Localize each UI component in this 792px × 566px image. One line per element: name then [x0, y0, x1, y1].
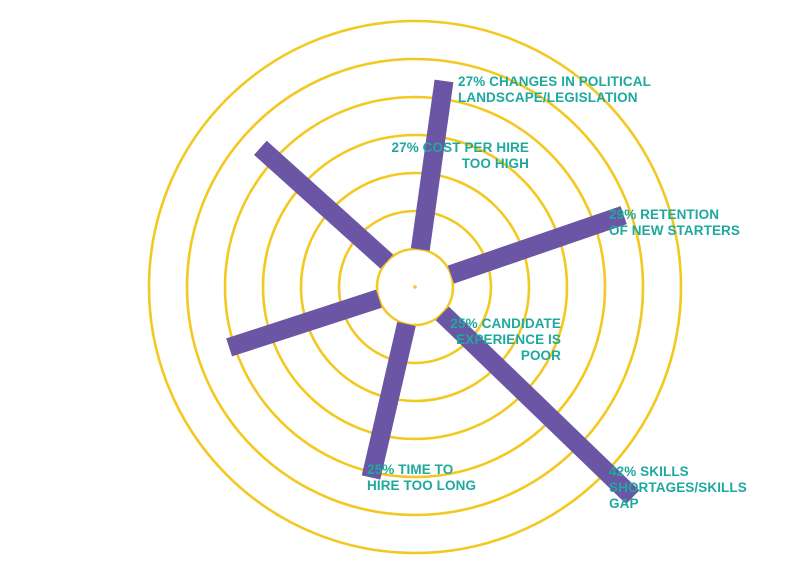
data-label-line: 29% RETENTION [609, 207, 720, 222]
bar-5 [226, 289, 382, 357]
bar-2 [447, 206, 627, 284]
grid-ring-7 [147, 19, 683, 555]
data-label-line: SHORTAGES/SKILLS [609, 480, 747, 495]
grid-ring-3 [299, 171, 531, 403]
data-label-line: LANDSCAPE/LEGISLATION [458, 90, 638, 105]
data-label-line: HIRE TOO LONG [367, 478, 477, 493]
data-label-line: 27% CHANGES IN POLITICAL [458, 74, 651, 89]
bar-3 [435, 306, 640, 505]
data-label-line: 27% COST PER HIRE [391, 140, 529, 155]
data-label-line: 25% TIME TO [367, 462, 454, 477]
data-label-line: POOR [520, 348, 561, 363]
data-label-line: 25% CANDIDATE [450, 316, 561, 331]
data-label-line: OF NEW STARTERS [609, 223, 740, 238]
bar-1 [410, 79, 454, 251]
grid-ring-1 [375, 247, 455, 327]
grid-ring-4 [261, 133, 569, 441]
data-label-line: TOO HIGH [461, 156, 529, 171]
grid-ring-5 [223, 95, 607, 479]
ring-grid [147, 19, 683, 555]
bar-4 [361, 321, 416, 480]
bar-6 [254, 140, 394, 269]
data-label-line: EXPERIENCE IS [456, 332, 561, 347]
grid-ring-2 [337, 209, 493, 365]
data-label-line: 42% SKILLS [609, 464, 689, 479]
center-dot [413, 285, 417, 289]
data-label-line: GAP [609, 496, 639, 511]
grid-ring-6 [185, 57, 645, 517]
bar-group [226, 79, 640, 505]
